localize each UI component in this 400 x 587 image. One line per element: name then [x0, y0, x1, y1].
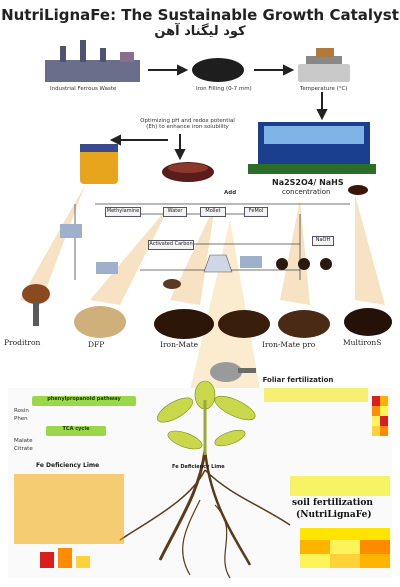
fe-chart	[40, 548, 90, 568]
pathway-title: phenylpropanoid pathway	[32, 396, 136, 406]
top-images	[45, 40, 376, 195]
dfp-powder-icon	[74, 306, 126, 338]
pump-icon	[22, 284, 50, 326]
optimizing-note: Optimizing pH and redox potential (Eh) t…	[140, 118, 235, 130]
iron-filling-pile-icon	[192, 58, 244, 82]
scale-icon	[298, 48, 350, 82]
roots-icon	[119, 449, 291, 579]
ray-center	[190, 220, 260, 390]
flask-icon	[60, 224, 262, 274]
process-diagram	[22, 224, 392, 339]
sample-dot	[276, 258, 288, 270]
fe-deficiency-plant-label: Fe Deficiency Lime	[172, 464, 225, 470]
foliar-title: Foliar fertilization	[262, 376, 334, 384]
pathway-item: Malate	[14, 438, 33, 444]
iron-mate-powder-2-icon	[218, 310, 270, 338]
waste-label: Industrial Ferrous Waste	[50, 86, 117, 92]
temperature-label: Temperature (°C)	[300, 86, 348, 92]
sample-dot	[298, 258, 310, 270]
top-arrows	[109, 64, 328, 161]
pathway-item: Phen	[14, 416, 28, 422]
fe-panel	[14, 474, 124, 544]
product-label: Iron-Mate pro	[262, 340, 316, 349]
jar-icon	[80, 144, 118, 184]
product-label: DFP	[88, 340, 105, 349]
step-box: Mollet	[200, 207, 226, 217]
iron-mate-pro-powder-icon	[278, 310, 330, 338]
multirons-powder-icon	[344, 308, 392, 336]
step-box: Water	[163, 207, 187, 217]
ray-iron-mate-pro	[280, 200, 310, 305]
soil-panel	[290, 476, 390, 496]
ray-multirons	[355, 195, 385, 305]
product-label: Iron-Mate	[160, 340, 199, 349]
tca-title: TCA cycle	[46, 426, 106, 436]
filling-label: Iron Filling (0-7 mm)	[196, 86, 252, 92]
factory-icon	[45, 40, 140, 82]
iron-mate-powder-icon	[154, 309, 214, 339]
ray-iron-mate	[170, 205, 215, 305]
foliar-panel	[264, 388, 368, 402]
heatmap	[372, 396, 388, 436]
product-label: Proditron	[4, 338, 41, 347]
ray-proditron	[20, 185, 85, 305]
page-title: NutriLignaFe: The Sustainable Growth Cat…	[1, 6, 399, 24]
fe-deficiency-title: Fe Deficiency Lime	[36, 462, 100, 469]
pathway-item: Citrate	[14, 446, 33, 452]
concentration-formula: Na2S2O4/ NaHS	[272, 178, 344, 187]
soil-heatmap	[300, 528, 390, 568]
sample-dot	[320, 258, 332, 270]
step-box: FeMol	[244, 207, 268, 217]
concentration-word: concentration	[282, 188, 331, 196]
add-label: Add	[224, 190, 237, 196]
step-box: NaOH	[312, 236, 334, 246]
page-subtitle: کود لیگناد آهن	[154, 24, 246, 39]
plant-icon	[156, 380, 256, 450]
step-box: Methylamine	[105, 207, 141, 217]
ray-dfp	[90, 205, 170, 305]
shaker-incubator-icon	[248, 122, 376, 174]
sample-dot	[163, 279, 181, 289]
soil-product: (NutriLignaFe)	[296, 510, 372, 520]
step-box: Activated Carbon	[148, 240, 194, 250]
sprayer-icon	[210, 362, 256, 382]
small-pile-icon	[348, 185, 368, 195]
pathway-item: Rosin	[14, 408, 29, 414]
soil-title: soil fertilization	[292, 498, 373, 508]
product-label: MultironS	[343, 338, 382, 347]
